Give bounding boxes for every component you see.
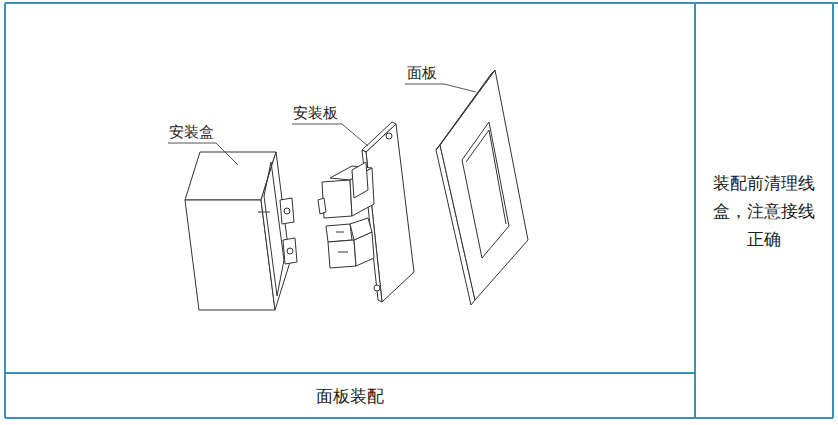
note-cell: 装配前清理线盒，注意接线正确 [696, 4, 832, 417]
table-frame [5, 3, 838, 418]
cell-text: 装配前清理线盒，注意接线正确 [708, 169, 820, 253]
part-name: 安装板 [293, 104, 338, 122]
part-name: 面板 [407, 64, 437, 82]
mounting-plate [318, 122, 414, 302]
part-name: 安装盒 [169, 123, 214, 141]
cell-text: 面板装配 [316, 382, 384, 410]
mounting-box [185, 152, 297, 310]
caption-cell: 面板装配 [6, 374, 694, 417]
leader-lines [168, 84, 476, 165]
face-panel [436, 70, 528, 305]
